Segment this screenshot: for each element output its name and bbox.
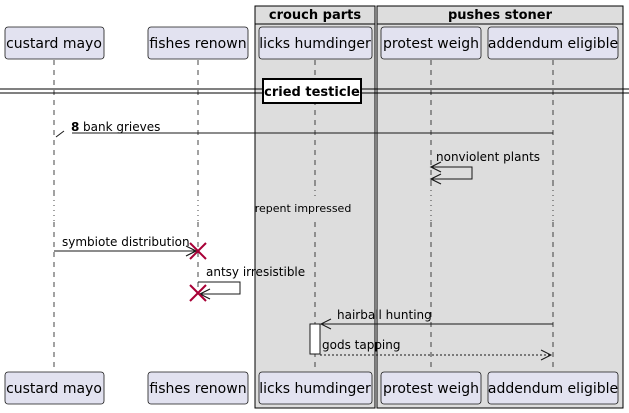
destroy-icon [189,284,207,302]
destroy-icon [189,242,207,260]
message-label: bank grieves [83,120,160,134]
participant-custard-mayo: custard mayo [6,381,102,397]
participant-protest-weigh: protest weigh [383,36,479,52]
group-label: crouch parts [269,8,361,23]
participant-licks-humdinger: licks humdinger [259,36,371,52]
participant-protest-weigh: protest weigh [383,381,479,397]
message-symbiote-distribution: symbiote distribution [54,235,207,260]
message-antsy-irresistible: antsy irresistible [189,265,305,302]
participant-custard-mayo: custard mayo [6,36,102,52]
message-gods-tapping: gods tapping [320,338,553,361]
message-hairball-hunting: hairball hunting [319,308,553,330]
group-pushes-stoner: pushes stoner [376,5,624,409]
message-label: gods tapping [322,338,401,352]
message-label: symbiote distribution [62,235,190,249]
participants-top: custard mayo fishes renown licks humding… [4,26,619,60]
message-number: 8 [71,120,79,134]
message-label: hairball hunting [337,308,432,322]
message-nonviolent-plants: nonviolent plants [429,150,540,185]
message-label: nonviolent plants [436,150,540,164]
participant-licks-humdinger: licks humdinger [259,381,371,397]
group-label: pushes stoner [448,8,553,23]
participants-bottom: custard mayo fishes renown licks humding… [4,371,619,405]
participant-addendum-eligible: addendum eligible [488,36,618,52]
delay-segments [53,185,554,222]
participant-fishes-renown: fishes renown [149,381,246,397]
message-label: antsy irresistible [206,265,305,279]
participant-addendum-eligible: addendum eligible [488,381,618,397]
divider-label: cried testicle [264,85,360,100]
lifelines [53,60,554,372]
delay-label: repent impressed [255,202,352,215]
participant-fishes-renown: fishes renown [149,36,246,52]
divider: cried testicle [0,78,629,104]
message-bank-grieves: 8 bank grieves [55,120,553,138]
activation-bar [309,323,321,355]
